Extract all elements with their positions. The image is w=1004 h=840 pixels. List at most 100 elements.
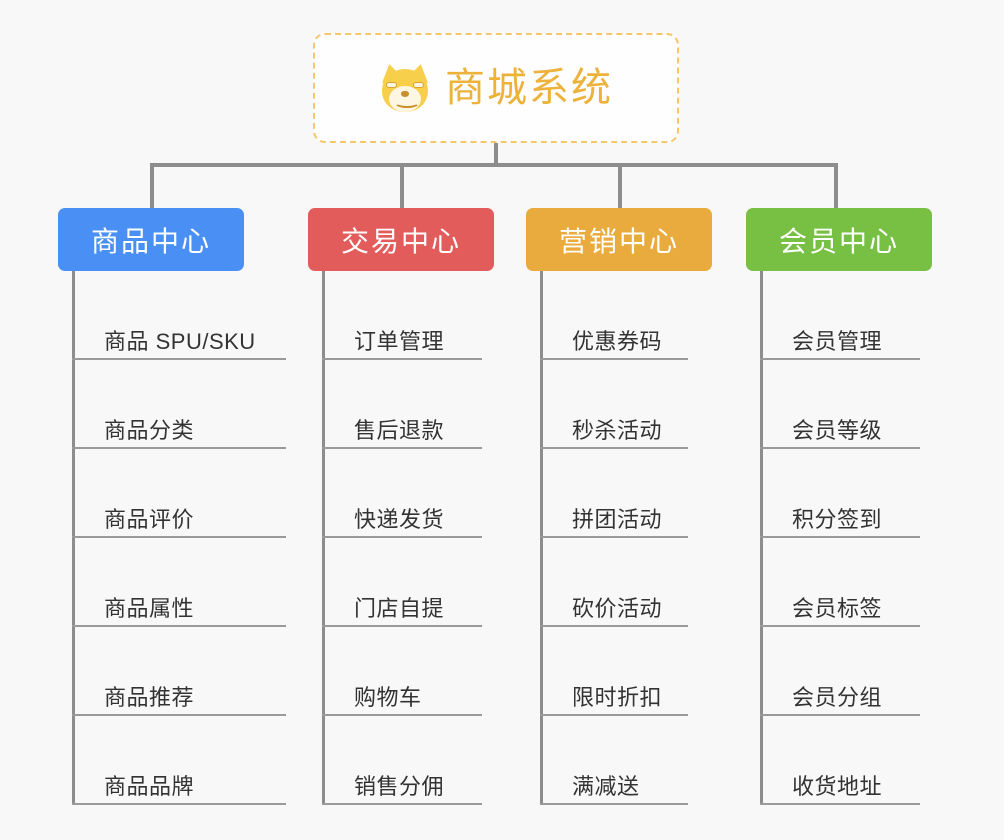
leaf-item-label: 商品分类 <box>104 417 195 443</box>
leaf-item[interactable]: 会员等级 <box>760 360 932 449</box>
leaf-item-underline <box>322 536 482 538</box>
leaf-item[interactable]: 收货地址 <box>760 716 932 805</box>
leaf-list-trade-center: 订单管理售后退款快递发货门店自提购物车销售分佣 <box>308 271 494 805</box>
leaf-item-underline <box>72 536 286 538</box>
leaf-item-underline <box>540 447 688 449</box>
leaf-list-product-center: 商品 SPU/SKU 商品分类商品评价商品属性商品推荐商品品牌 <box>58 271 286 805</box>
root-node[interactable]: 商城系统 <box>313 33 679 143</box>
leaf-item[interactable]: 商品 SPU/SKU <box>72 271 286 360</box>
leaf-item[interactable]: 拼团活动 <box>540 449 712 538</box>
leaf-item-underline <box>540 714 688 716</box>
shiba-nose-icon <box>401 91 409 97</box>
leaf-item[interactable]: 商品属性 <box>72 538 286 627</box>
leaf-item-label: 商品 SPU/SKU <box>104 328 256 354</box>
leaf-list-marketing-center: 优惠券码秒杀活动拼团活动砍价活动限时折扣满减送 <box>526 271 712 805</box>
leaf-item[interactable]: 销售分佣 <box>322 716 494 805</box>
shiba-eye-left-icon <box>386 82 397 88</box>
leaf-item-underline <box>540 625 688 627</box>
leaf-item[interactable]: 商品评价 <box>72 449 286 538</box>
connector-trunk <box>494 143 498 165</box>
leaf-item-underline <box>322 803 482 805</box>
leaf-item-underline <box>540 358 688 360</box>
leaf-item-label: 订单管理 <box>354 328 445 354</box>
leaf-list-member-center: 会员管理会员等级积分签到会员标签会员分组收货地址 <box>746 271 932 805</box>
leaf-item-label: 快递发货 <box>354 506 445 532</box>
leaf-item-label: 会员分组 <box>792 684 883 710</box>
column-stem-trade-center <box>322 271 325 805</box>
leaf-item-label: 商品品牌 <box>104 773 195 799</box>
leaf-item[interactable]: 商品推荐 <box>72 627 286 716</box>
leaf-item-underline <box>322 714 482 716</box>
column-trade-center: 交易中心订单管理售后退款快递发货门店自提购物车销售分佣 <box>308 208 494 805</box>
leaf-item-underline <box>322 447 482 449</box>
leaf-item[interactable]: 会员分组 <box>760 627 932 716</box>
leaf-item-label: 优惠券码 <box>572 328 663 354</box>
leaf-item-underline <box>540 536 688 538</box>
leaf-item[interactable]: 会员管理 <box>760 271 932 360</box>
leaf-item-underline <box>540 803 688 805</box>
leaf-item-label: 满减送 <box>572 773 640 799</box>
leaf-item-underline <box>72 714 286 716</box>
leaf-item[interactable]: 优惠券码 <box>540 271 712 360</box>
connector-drop-trade-center <box>400 163 404 209</box>
column-stem-marketing-center <box>540 271 543 805</box>
leaf-item[interactable]: 限时折扣 <box>540 627 712 716</box>
leaf-item-label: 商品评价 <box>104 506 195 532</box>
leaf-item[interactable]: 满减送 <box>540 716 712 805</box>
leaf-item[interactable]: 砍价活动 <box>540 538 712 627</box>
shiba-eye-right-icon <box>413 82 424 88</box>
leaf-item[interactable]: 购物车 <box>322 627 494 716</box>
leaf-item-underline <box>72 625 286 627</box>
column-header-trade-center[interactable]: 交易中心 <box>308 208 494 271</box>
leaf-item-label: 销售分佣 <box>354 773 445 799</box>
leaf-item-label: 秒杀活动 <box>572 417 663 443</box>
column-marketing-center: 营销中心优惠券码秒杀活动拼团活动砍价活动限时折扣满减送 <box>526 208 712 805</box>
connector-drop-product-center <box>150 163 154 209</box>
column-header-product-center[interactable]: 商品中心 <box>58 208 244 271</box>
shiba-mouth-icon <box>394 97 420 108</box>
leaf-item-label: 购物车 <box>354 684 422 710</box>
leaf-item-underline <box>760 803 920 805</box>
leaf-item-label: 会员标签 <box>792 595 883 621</box>
connector-bus <box>150 163 838 167</box>
column-header-marketing-center[interactable]: 营销中心 <box>526 208 712 271</box>
column-stem-member-center <box>760 271 763 805</box>
leaf-item-label: 砍价活动 <box>572 595 663 621</box>
connector-drop-member-center <box>834 163 838 209</box>
leaf-item[interactable]: 快递发货 <box>322 449 494 538</box>
leaf-item-underline <box>72 447 286 449</box>
leaf-item-underline <box>322 625 482 627</box>
leaf-item[interactable]: 秒杀活动 <box>540 360 712 449</box>
leaf-item[interactable]: 商品分类 <box>72 360 286 449</box>
leaf-item[interactable]: 积分签到 <box>760 449 932 538</box>
leaf-item-label: 会员管理 <box>792 328 883 354</box>
leaf-item-underline <box>760 714 920 716</box>
column-member-center: 会员中心会员管理会员等级积分签到会员标签会员分组收货地址 <box>746 208 932 805</box>
leaf-item[interactable]: 门店自提 <box>322 538 494 627</box>
leaf-item-label: 商品推荐 <box>104 684 195 710</box>
column-stem-product-center <box>72 271 75 805</box>
leaf-item[interactable]: 售后退款 <box>322 360 494 449</box>
column-header-member-center[interactable]: 会员中心 <box>746 208 932 271</box>
leaf-item[interactable]: 会员标签 <box>760 538 932 627</box>
leaf-item-underline <box>760 536 920 538</box>
connector-drop-marketing-center <box>618 163 622 209</box>
leaf-item-label: 售后退款 <box>354 417 445 443</box>
leaf-item-underline <box>760 625 920 627</box>
leaf-item[interactable]: 商品品牌 <box>72 716 286 805</box>
leaf-item-label: 商品属性 <box>104 595 195 621</box>
leaf-item-underline <box>72 358 286 360</box>
leaf-item-underline <box>72 803 286 805</box>
column-product-center: 商品中心商品 SPU/SKU 商品分类商品评价商品属性商品推荐商品品牌 <box>58 208 286 805</box>
leaf-item-underline <box>760 358 920 360</box>
shiba-dog-icon <box>378 61 432 113</box>
leaf-item-underline <box>760 447 920 449</box>
leaf-item-label: 会员等级 <box>792 417 883 443</box>
leaf-item[interactable]: 订单管理 <box>322 271 494 360</box>
leaf-item-label: 门店自提 <box>354 595 445 621</box>
leaf-item-label: 积分签到 <box>792 506 883 532</box>
leaf-item-label: 收货地址 <box>792 773 883 799</box>
leaf-item-label: 限时折扣 <box>572 684 663 710</box>
leaf-item-underline <box>322 358 482 360</box>
root-title: 商城系统 <box>445 66 613 110</box>
